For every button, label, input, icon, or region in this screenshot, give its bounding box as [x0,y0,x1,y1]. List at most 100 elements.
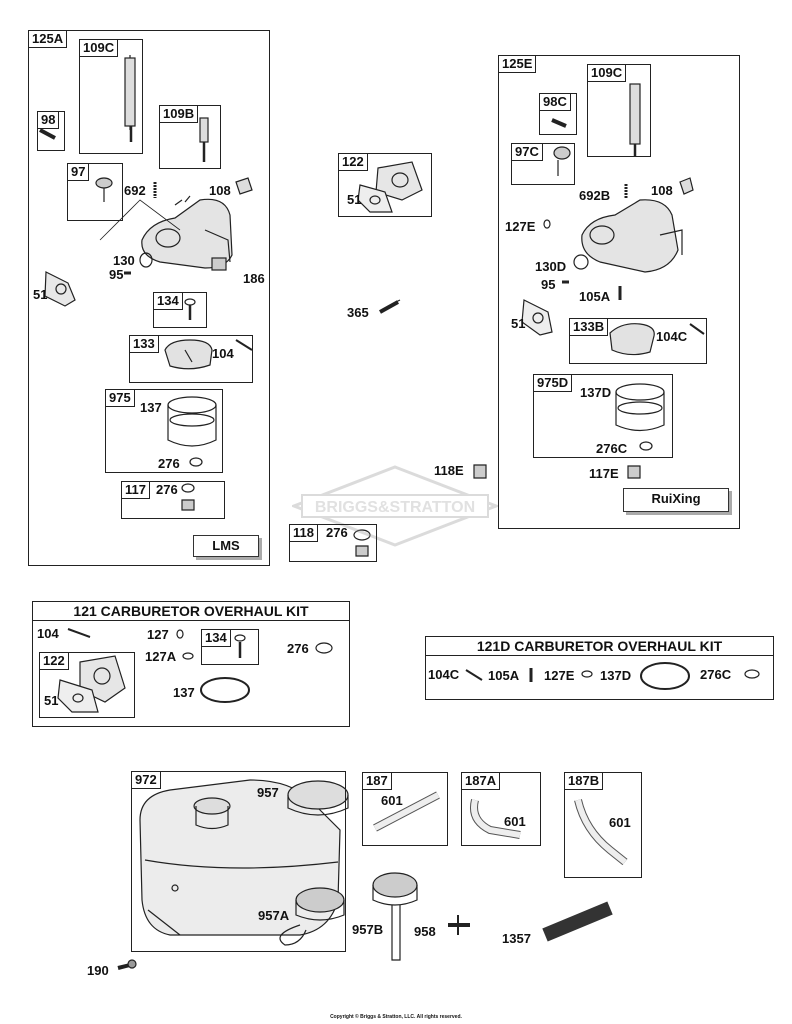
ruixing-carburetor-group: 125E 109C 98C 97C 692B 108 127E 130D 95 … [498,55,740,529]
label-692[interactable]: 692 [124,183,146,198]
label-276c-kit[interactable]: 276C [700,667,732,682]
label-137[interactable]: 137 [140,400,162,415]
label-127e[interactable]: 127E [505,219,536,234]
washer-276-118 [353,529,371,557]
label-108[interactable]: 108 [209,183,231,198]
copyright-notice: Copyright © Briggs & Stratton, LLC. All … [330,1014,462,1020]
carburetor-overhaul-kit-121: 121 CARBURETOR OVERHAUL KIT 104 127 127A… [32,601,350,727]
kit-title: 121D CARBURETOR OVERHAUL KIT [426,637,773,656]
pin-104c-kit [465,669,483,681]
gasket-130 [139,252,153,268]
label-958[interactable]: 958 [414,924,436,939]
label-118e[interactable]: 118E [434,463,464,478]
label-137d-kit[interactable]: 137D [600,668,632,683]
part-tag: 109B [159,105,199,123]
label-104[interactable]: 104 [212,346,234,361]
washer-276-117 [181,483,195,511]
pin-104c [689,323,705,335]
spacer-122 [375,161,423,201]
fuel-pickup-109b [199,117,209,162]
label-104-kit[interactable]: 104 [37,626,59,641]
washer-127a-kit [182,652,194,660]
label-127a-kit[interactable]: 127A [145,649,177,664]
label-51-ruixing[interactable]: 51 [511,316,526,331]
label-95-ruixing[interactable]: 95 [541,277,556,292]
label-365[interactable]: 365 [347,305,369,320]
label-1357[interactable]: 1357 [502,931,531,946]
fuel-line-187 [373,791,440,832]
label-190[interactable]: 190 [87,963,109,978]
label-105a[interactable]: 105A [579,289,611,304]
part-box-134[interactable]: 134 [153,292,207,328]
part-box-118[interactable]: 118 276 [289,524,377,562]
label-276-kit[interactable]: 276 [287,641,309,656]
label-105a-kit[interactable]: 105A [488,668,520,683]
label-276c[interactable]: 276C [596,441,628,456]
part-tag: 98C [539,93,571,111]
label-130[interactable]: 130 [113,253,135,268]
part-box-117[interactable]: 117 276 [121,481,225,519]
screw-365 [379,299,401,314]
gasket-108 [235,177,253,195]
part-box-133b[interactable]: 133B 104C [569,318,707,364]
label-601-187a[interactable]: 601 [504,814,526,829]
washer-127e [543,219,551,229]
label-186[interactable]: 186 [243,271,265,286]
label-95[interactable]: 95 [109,267,124,282]
label-104c-kit[interactable]: 104C [428,667,460,682]
part-tag: 972 [131,771,161,789]
label-51-kit[interactable]: 51 [44,693,59,708]
label-957[interactable]: 957 [257,785,279,800]
fuel-tank-972 [139,779,341,936]
part-box-98c[interactable]: 98C [539,93,577,135]
part-box-98[interactable]: 98 [37,111,65,151]
part-box-134-kit[interactable]: 134 [201,629,259,665]
part-box-97c[interactable]: 97C [511,143,575,185]
part-tag: 97 [67,163,90,181]
part-box-109b[interactable]: 109B [159,105,221,169]
label-137d[interactable]: 137D [580,385,612,400]
part-tag: 187B [564,772,604,790]
part-box-187a[interactable]: 187A 601 [461,772,541,846]
label-276-118[interactable]: 276 [326,525,348,540]
label-108-ruixing[interactable]: 108 [651,183,673,198]
carburetor-ruixing [581,199,683,273]
label-276-117[interactable]: 276 [156,482,178,497]
part-tag: 109C [587,64,627,82]
label-51-center[interactable]: 51 [347,192,362,207]
part-box-122[interactable]: 122 51 [338,153,432,217]
part-box-187[interactable]: 187 601 [362,772,448,846]
part-box-975d[interactable]: 975D 137D 276C [533,374,673,458]
label-137-kit[interactable]: 137 [173,685,195,700]
label-117e[interactable]: 117E [589,466,619,481]
ruixing-brand-label[interactable]: RuiXing [623,488,729,512]
part-box-187b[interactable]: 187B 601 [564,772,642,878]
part-tag: 109C [79,39,119,57]
fuel-valve-958 [448,915,470,935]
gasket-51-kit [57,679,99,713]
part-box-975[interactable]: 975 137 276 [105,389,223,473]
label-130d[interactable]: 130D [535,259,567,274]
part-box-109c-ruixing[interactable]: 109C [587,64,651,157]
part-box-97[interactable]: 97 [67,163,123,221]
label-104c[interactable]: 104C [656,329,688,344]
pin-104-kit [67,628,91,638]
part-box-133[interactable]: 133 104 [129,335,253,383]
label-276[interactable]: 276 [158,456,180,471]
part-box-972[interactable]: 972 [131,771,346,952]
label-601-187b[interactable]: 601 [609,815,631,830]
bolt-117e [627,465,641,479]
label-957a[interactable]: 957A [258,908,290,923]
primer-97 [95,177,113,202]
label-692b[interactable]: 692B [579,188,611,203]
label-601[interactable]: 601 [381,793,403,808]
lms-brand-label[interactable]: LMS [193,535,259,557]
label-51[interactable]: 51 [33,287,48,302]
label-127e-kit[interactable]: 127E [544,668,575,683]
washer-276 [189,457,203,467]
label-957b[interactable]: 957B [352,922,384,937]
label-127-kit[interactable]: 127 [147,627,169,642]
part-box-122-kit[interactable]: 122 51 [39,652,135,718]
part-box-109c[interactable]: 109C [79,39,143,154]
primer-97c [553,146,571,176]
